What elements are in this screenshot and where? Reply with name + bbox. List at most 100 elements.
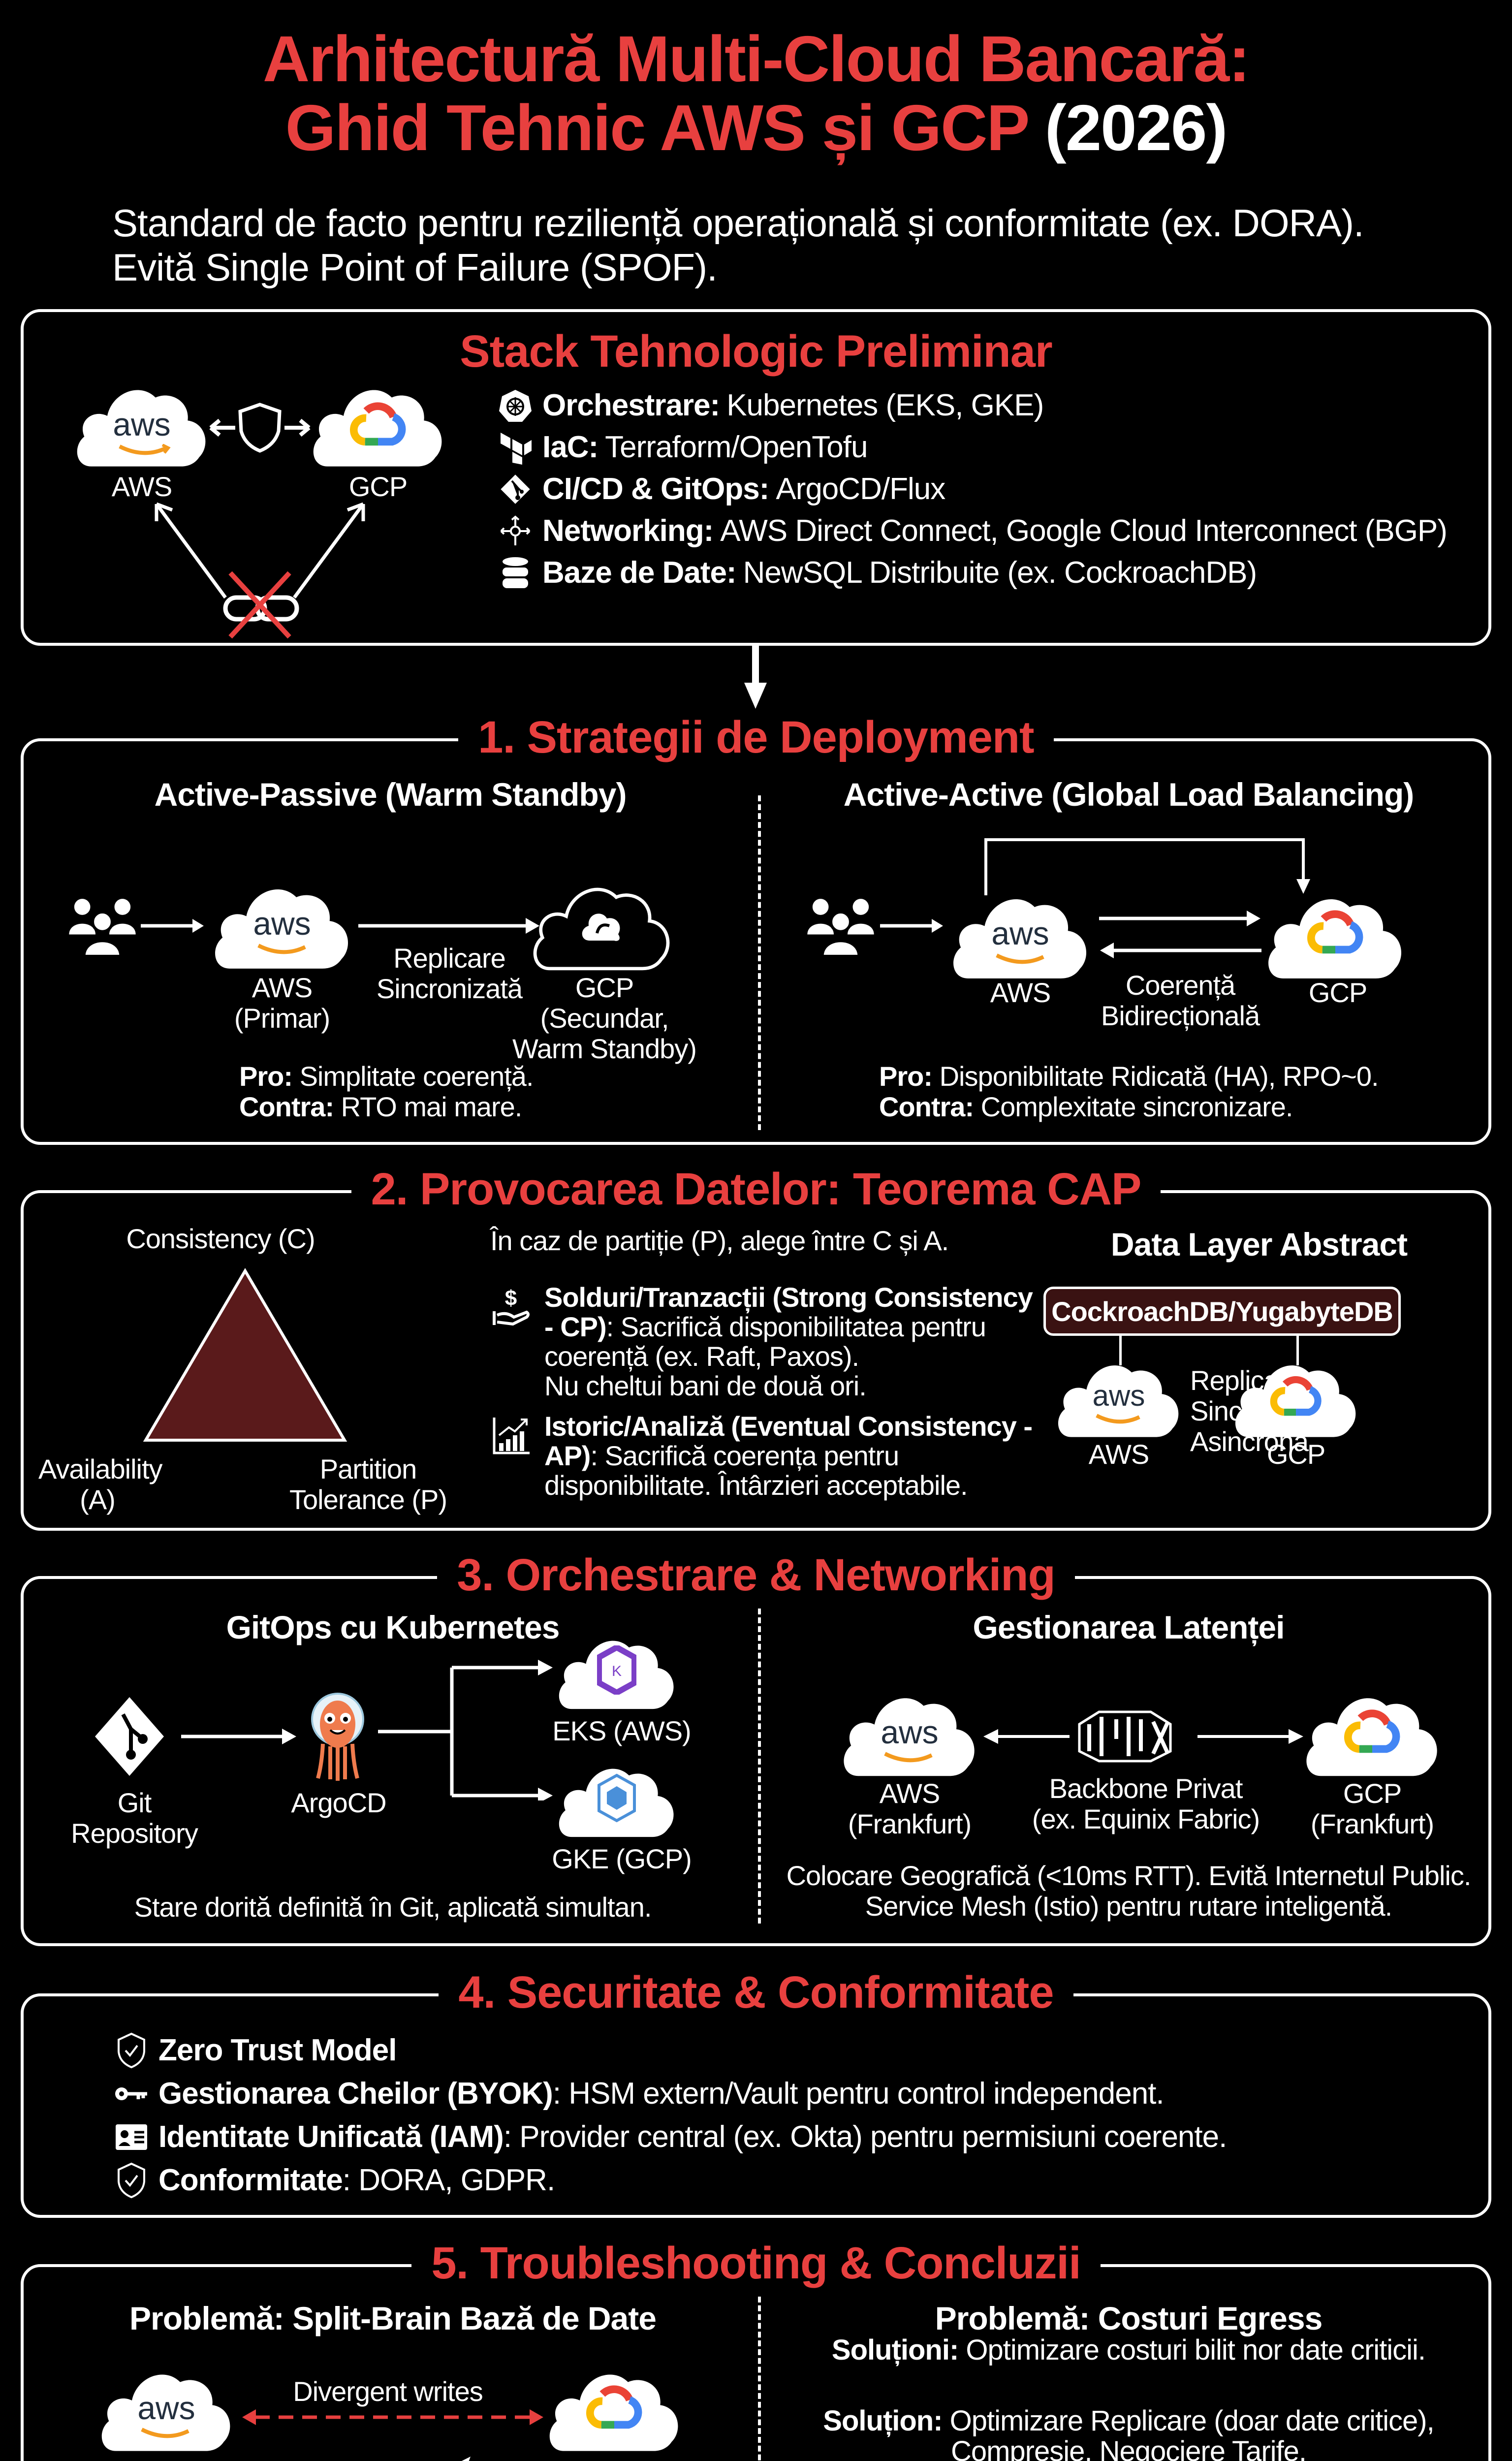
deployment-title: 1. Strategii de Deployment bbox=[24, 712, 1488, 762]
strong-consistency-desc: : Sacrifică disponibilitatea pentru coer… bbox=[544, 1311, 986, 1372]
divider bbox=[758, 2297, 761, 2461]
label-line: AWS bbox=[252, 972, 313, 1003]
solution-label: Soluționi: bbox=[831, 2334, 959, 2366]
arrow-right-icon bbox=[181, 1729, 296, 1744]
aws-smile-icon bbox=[996, 953, 1044, 964]
stack-item-iac: IaC:Terraform/OpenTofu bbox=[496, 428, 868, 467]
label-line: Partition bbox=[319, 1453, 417, 1484]
gcp-frankfurt-label: GCP(Frankfurt) bbox=[1303, 1778, 1441, 1839]
git-icon bbox=[496, 470, 535, 508]
gcp-db-cloud bbox=[1229, 1353, 1362, 1439]
solution-text: Optimizare costuri bilit nor date critic… bbox=[966, 2334, 1426, 2366]
security-item-value: : HSM extern/Vault pentru control indepe… bbox=[552, 2077, 1165, 2111]
deployment-panel: 1. Strategii de Deployment Active-Passiv… bbox=[21, 712, 1491, 1145]
label-line: GCP bbox=[1343, 1778, 1402, 1809]
stack-item-cicd: CI/CD & GitOps:ArgoCD/Flux bbox=[496, 470, 945, 509]
pro-text: Simplitate coerență. bbox=[299, 1061, 534, 1092]
gcp-split-cloud bbox=[545, 2361, 683, 2454]
egress-solution-2: Soluțion: Optimizare Replicare (doar dat… bbox=[762, 2406, 1495, 2461]
security-item-compliance: Conformitate: DORA, GDPR. bbox=[112, 2161, 555, 2200]
gke-label: GKE (GCP) bbox=[552, 1843, 692, 1874]
aws-active-label: AWS bbox=[990, 977, 1051, 1008]
pro-label: Pro: bbox=[879, 1061, 933, 1092]
label-line: Warm Standby) bbox=[512, 1033, 697, 1064]
backbone-arrows-icon bbox=[983, 1710, 1303, 1763]
orchestration-title-text: 3. Orchestrare & Networking bbox=[437, 1550, 1075, 1600]
git-repository-label: Git Repository bbox=[71, 1787, 198, 1849]
aws-logo: aws bbox=[137, 2390, 195, 2426]
contra-label: Contra: bbox=[239, 1091, 334, 1122]
cap-triangle bbox=[143, 1268, 347, 1442]
bidirectional-arrows-icon bbox=[1099, 911, 1261, 958]
gcp-split-label: GCP bbox=[565, 2460, 663, 2461]
aws-db-label: AWS bbox=[1088, 1439, 1149, 1470]
stack-panel: Stack Tehnologic Preliminar aws AWS GCP … bbox=[21, 309, 1491, 646]
latency-caption: Colocare Geografică (<10ms RTT). Evită I… bbox=[762, 1861, 1495, 1922]
google-cloud-icon bbox=[1343, 1705, 1402, 1755]
gke-icon bbox=[598, 1773, 636, 1823]
stack-item-label: Networking: bbox=[542, 514, 714, 548]
label-line: (Frankfurt) bbox=[848, 1808, 972, 1839]
argocd-label: ArgoCD bbox=[291, 1787, 386, 1818]
title-line-1: Arhitectură Multi-Cloud Bancară: bbox=[262, 23, 1250, 95]
label-line: Tolerance (P) bbox=[289, 1484, 447, 1515]
git-repository-icon bbox=[95, 1697, 164, 1776]
gcp-secondary-cloud bbox=[531, 874, 673, 973]
shield-check-icon bbox=[112, 2161, 151, 2200]
kubernetes-icon bbox=[496, 386, 535, 425]
contra-text: RTO mai mare. bbox=[341, 1091, 523, 1122]
gcp-secondary-label: GCP(Secundar,Warm Standby) bbox=[511, 973, 698, 1064]
stack-item-value: AWS Direct Connect, Google Cloud Interco… bbox=[720, 514, 1448, 548]
security-item-value: : Provider central (ex. Okta) pentru per… bbox=[503, 2120, 1228, 2154]
money-hand-icon: $ bbox=[493, 1287, 530, 1326]
security-item-value: : DORA, GDPR. bbox=[342, 2163, 555, 2197]
strong-consistency-note: Nu cheltui bani de două ori. bbox=[544, 1370, 867, 1401]
label-line: GCP bbox=[575, 972, 634, 1003]
users-icon bbox=[68, 894, 137, 958]
stack-item-value: Kubernetes (EKS, GKE) bbox=[726, 388, 1044, 422]
aws-active-cloud: aws bbox=[949, 884, 1092, 982]
svg-text:$: $ bbox=[505, 1287, 517, 1310]
id-card-icon bbox=[112, 2118, 151, 2156]
svg-text:K: K bbox=[612, 1663, 622, 1679]
label-line: Colocare Geografică (<10ms RTT). Evită I… bbox=[786, 1860, 1472, 1891]
active-active-pros-cons: Pro: Disponibilitate Ridicată (HA), RPO~… bbox=[879, 1061, 1379, 1122]
divergent-writes-label: Divergent writes bbox=[293, 2376, 483, 2407]
solution-text-2: Compresie, Negociere Tarife. bbox=[950, 2435, 1307, 2461]
deployment-title-text: 1. Strategii de Deployment bbox=[458, 712, 1054, 762]
shield-check-icon bbox=[112, 2031, 151, 2070]
label-line: Availability bbox=[38, 1453, 163, 1484]
aws-smile-icon bbox=[884, 1752, 933, 1763]
db-box: CockroachDB/YugabyteDB bbox=[1043, 1287, 1401, 1336]
label-line: (Frankfurt) bbox=[1310, 1808, 1434, 1839]
label-line: Bidirecțională bbox=[1101, 1000, 1260, 1031]
stack-item-label: Orchestrare: bbox=[542, 388, 720, 422]
label-line: Sincronizată bbox=[376, 973, 523, 1004]
arrow-right-icon bbox=[141, 919, 204, 933]
security-item-keys: Gestionarea Cheilor (BYOK): HSM extern/V… bbox=[112, 2074, 1165, 2114]
troubleshooting-panel: 5. Troubleshooting & Concluzii Problemă:… bbox=[21, 2238, 1491, 2461]
terraform-icon bbox=[496, 428, 535, 467]
db-connector-right bbox=[1296, 1336, 1299, 1365]
aws-smile-icon bbox=[1096, 1414, 1140, 1424]
stack-item-label: CI/CD & GitOps: bbox=[542, 472, 769, 506]
network-icon bbox=[496, 512, 535, 550]
db-connector-left bbox=[1119, 1336, 1122, 1365]
orchestration-panel: 3. Orchestrare & Networking GitOps cu Ku… bbox=[21, 1550, 1491, 1946]
db-label: CockroachDB/YugabyteDB bbox=[1051, 1295, 1393, 1327]
stack-item-value: ArgoCD/Flux bbox=[776, 472, 945, 506]
divider bbox=[758, 1609, 761, 1924]
label-line: (Secundar, bbox=[540, 1003, 669, 1034]
google-cloud-icon bbox=[1306, 906, 1365, 955]
replication-arrow-icon bbox=[358, 918, 539, 934]
global-lb-arrow-icon bbox=[984, 838, 1310, 895]
label-line: (Primar) bbox=[234, 1003, 330, 1034]
eventual-consistency-desc: : Sacrifică coerența pentru disponibilit… bbox=[544, 1440, 968, 1501]
active-passive-pros-cons: Pro: Simplitate coerență. Contra: RTO ma… bbox=[239, 1061, 534, 1122]
eventual-consistency-title: Istoric/Analiză (Eventual Consistency - … bbox=[544, 1411, 1033, 1471]
aws-db-cloud: aws bbox=[1052, 1353, 1185, 1439]
gcp-active-label: GCP bbox=[1308, 977, 1367, 1008]
label-line: Coerență bbox=[1125, 970, 1235, 1001]
